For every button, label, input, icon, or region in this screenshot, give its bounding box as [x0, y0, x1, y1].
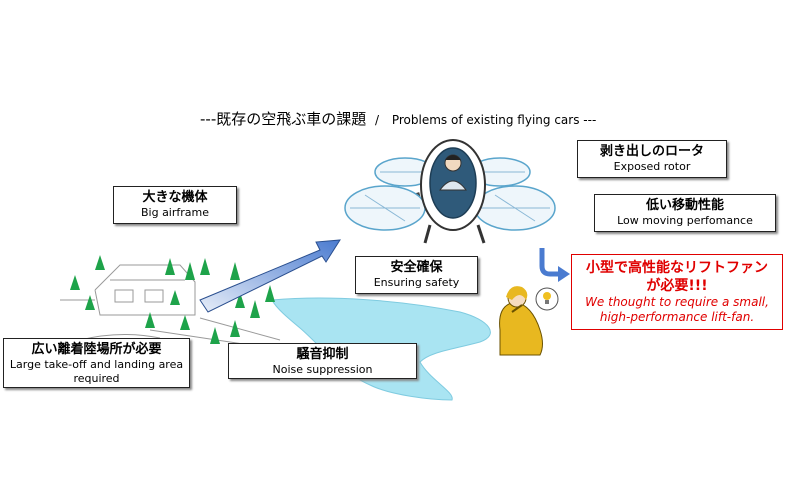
label-jp: 安全確保 [390, 260, 443, 275]
lightbulb-icon [535, 287, 559, 311]
conclusion-box: 小型で高性能なリフトファン が必要!!! We thought to requi… [571, 254, 783, 330]
title-en: Problems of existing flying cars --- [391, 113, 597, 127]
curved-arrow [539, 248, 560, 277]
conclusion-jp-line2: が必要!!! [646, 278, 708, 294]
title-jp: ---既存の空飛ぶ車の課題 [200, 110, 367, 128]
label-jp: 低い移動性能 [645, 198, 724, 213]
label-en: Large take-off and landing area required [9, 358, 184, 385]
trees [70, 255, 275, 344]
label-en: Exposed rotor [613, 160, 691, 173]
label-jp: 剥き出しのロータ [599, 144, 704, 159]
page-title: ---既存の空飛ぶ車の課題 / Problems of existing fly… [200, 108, 660, 132]
label-en: Low moving perfomance [617, 214, 753, 227]
label-big-airframe: 大きな機体 Big airframe [113, 186, 237, 224]
conclusion-jp-line1: 小型で高性能なリフトファン [586, 260, 768, 276]
flying-car-drone [344, 139, 556, 244]
thinking-person [499, 286, 543, 356]
direction-arrow [199, 239, 341, 313]
label-jp: 大きな機体 [142, 190, 208, 205]
label-en: Ensuring safety [373, 276, 460, 289]
label-landing-area: 広い離着陸場所が必要 Large take-off and landing ar… [3, 338, 190, 388]
label-exposed-rotor: 剥き出しのロータ Exposed rotor [577, 140, 727, 178]
label-noise: 騒音抑制 Noise suppression [228, 343, 417, 379]
label-jp: 広い離着陸場所が必要 [31, 342, 162, 357]
label-en: Big airframe [140, 206, 210, 219]
label-en: Noise suppression [272, 363, 373, 376]
label-jp: 騒音抑制 [296, 347, 349, 362]
conclusion-en: We thought to require a small, high-perf… [585, 295, 769, 324]
label-safety: 安全確保 Ensuring safety [355, 256, 478, 294]
label-low-mobility: 低い移動性能 Low moving perfomance [594, 194, 776, 232]
title-separator: / [375, 113, 380, 127]
